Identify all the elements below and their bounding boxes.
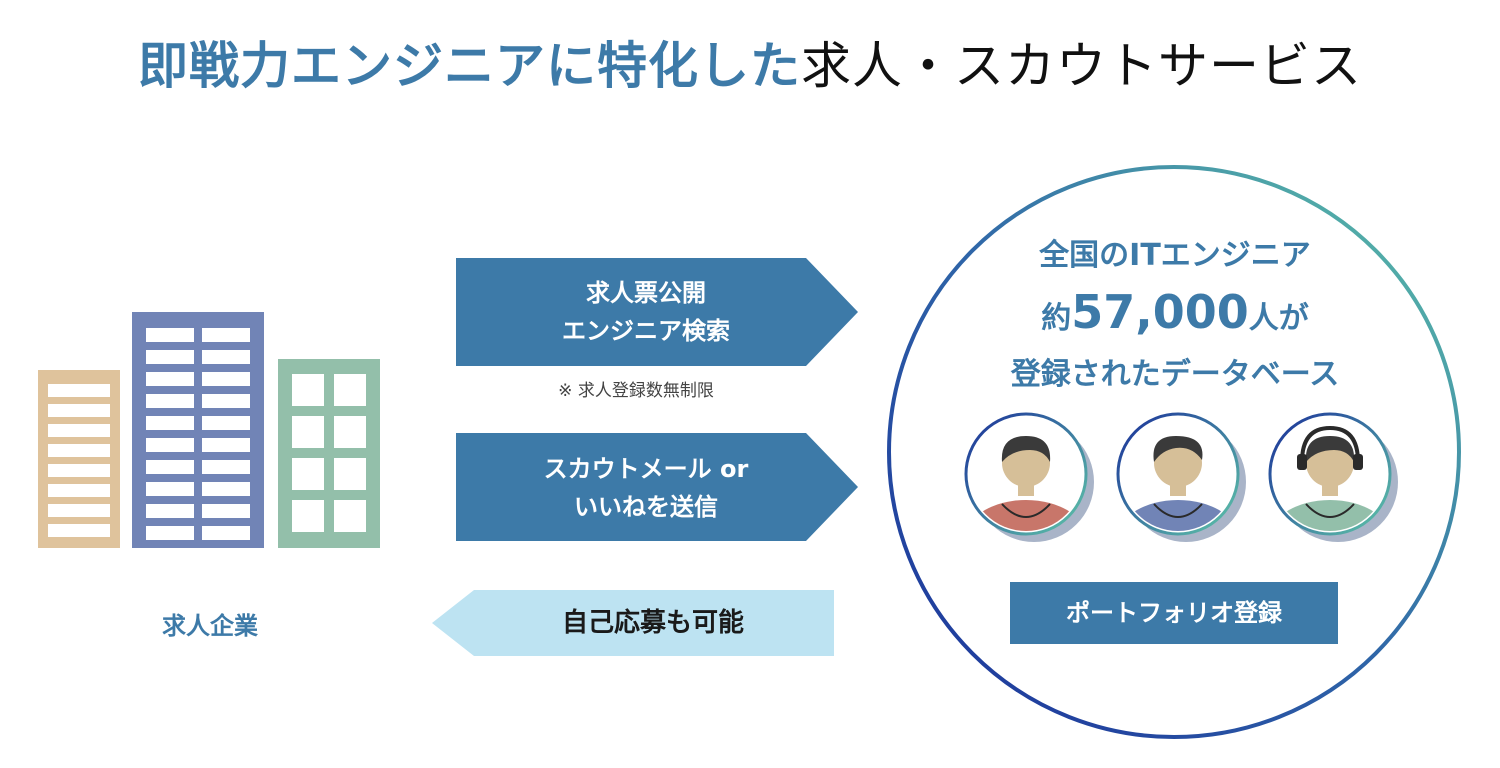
- database-line1: 全国のITエンジニア: [1039, 238, 1311, 273]
- database-line3: 登録されたデータベース: [1010, 357, 1340, 392]
- scout-line2: いいねを送信: [574, 493, 718, 521]
- arrow-scout: [456, 433, 858, 541]
- self-apply-text: 自己応募も可能: [561, 608, 744, 638]
- scout-text: スカウトメール or いいねを送信: [456, 450, 836, 526]
- engineer-avatar-icon-green: [1268, 412, 1398, 542]
- database-description: 全国のITエンジニア 約57,000人が 登録されたデータベース: [940, 228, 1410, 403]
- scout-line1: スカウトメール or: [543, 455, 749, 483]
- database-line2-suffix: 人が: [1248, 301, 1309, 336]
- arrow-post-job: [456, 258, 858, 366]
- arrow-self-apply: [432, 590, 834, 656]
- title-plain: 求人・スカウトサービス: [801, 37, 1362, 95]
- post-job-line1: 求人票公開: [586, 279, 706, 307]
- company-label: 求人企業: [162, 612, 258, 640]
- database-line2-prefix: 約: [1041, 301, 1072, 336]
- portfolio-box: [1010, 582, 1338, 644]
- company-building-icon: [38, 312, 380, 548]
- portfolio-label: ポートフォリオ登録: [1066, 599, 1282, 627]
- building-tan: [38, 370, 120, 548]
- engineer-count: 57,000: [1071, 285, 1249, 339]
- post-job-text: 求人票公開 エンジニア検索: [456, 274, 836, 350]
- database-line2: 約57,000人が: [940, 284, 1410, 347]
- engineer-avatar-icon-red: [964, 412, 1094, 542]
- page-title: 即戦力エンジニアに特化した求人・スカウトサービス: [0, 30, 1500, 102]
- job-limit-note: ※ 求人登録数無制限: [558, 381, 714, 401]
- title-accent: 即戦力エンジニアに特化した: [138, 37, 801, 95]
- post-job-line2: エンジニア検索: [562, 317, 730, 345]
- engineer-avatar-icon-blue: [1116, 412, 1246, 542]
